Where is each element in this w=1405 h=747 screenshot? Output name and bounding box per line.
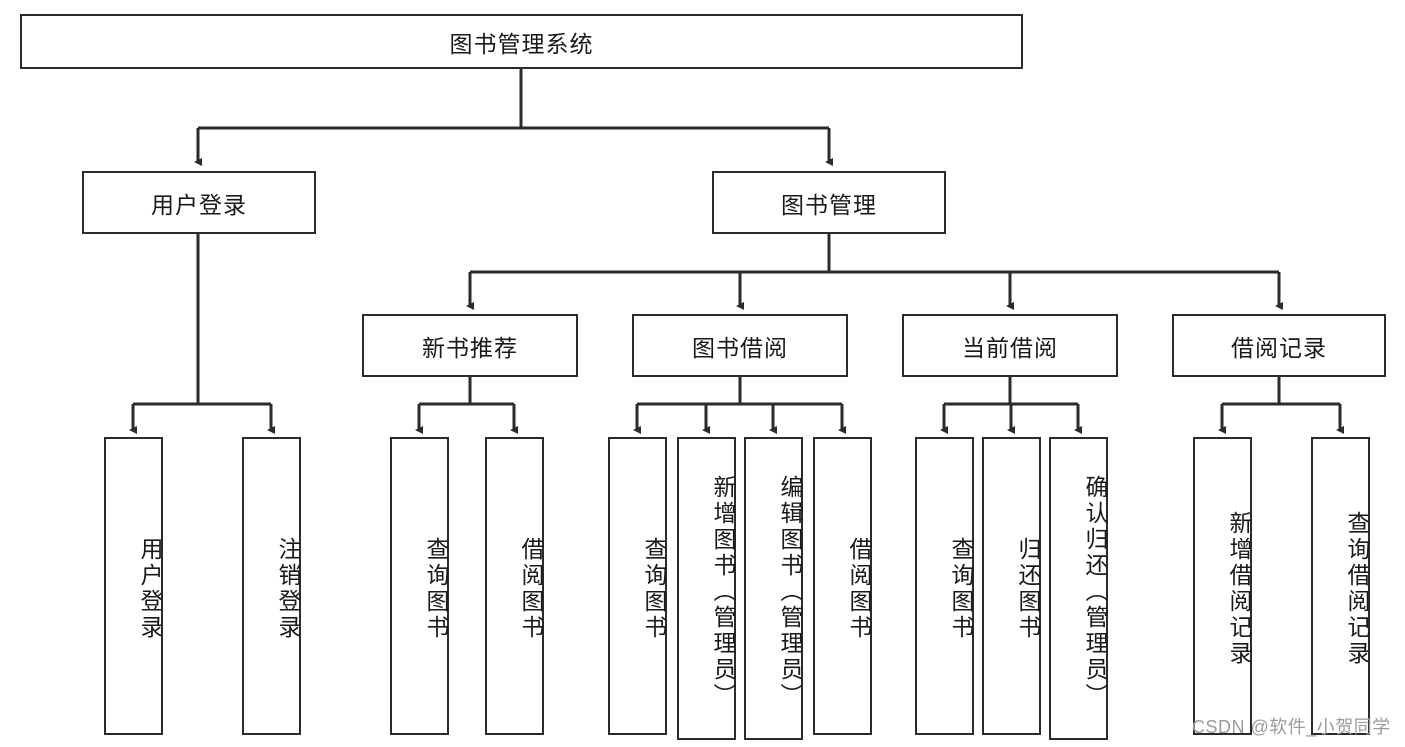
node-label: 查询借阅记录 [1344, 511, 1370, 667]
leaf-current-return-book[interactable]: 归还图书 [982, 437, 1041, 735]
watermark-csdn: CSDN @软件_小贺同学 [1192, 717, 1391, 737]
leaf-current-confirm-return-admin[interactable]: 确认归还（管理员） [1049, 437, 1108, 740]
node-book-borrow[interactable]: 图书借阅 [632, 314, 848, 377]
node-label: 图书管理 [781, 191, 877, 218]
node-label: 查询图书 [423, 537, 449, 641]
node-borrow-record[interactable]: 借阅记录 [1172, 314, 1386, 377]
node-label: 编辑图书（管理员） [777, 474, 803, 709]
leaf-user-login[interactable]: 用户登录 [104, 437, 163, 735]
node-label: 图书借阅 [692, 334, 788, 361]
node-label: 注销登录 [275, 537, 301, 641]
node-label: 用户登录 [151, 191, 247, 218]
node-label: 查询图书 [641, 537, 667, 641]
leaf-logout[interactable]: 注销登录 [242, 437, 301, 735]
leaf-record-query-borrow-record[interactable]: 查询借阅记录 [1311, 437, 1370, 735]
node-root-book-management-system[interactable]: 图书管理系统 [20, 14, 1023, 69]
leaf-newbook-borrow-book[interactable]: 借阅图书 [485, 437, 544, 735]
node-book-management[interactable]: 图书管理 [712, 171, 946, 234]
node-label: 用户登录 [137, 537, 163, 641]
node-label: 借阅图书 [518, 537, 544, 641]
node-label: 图书管理系统 [449, 30, 594, 57]
node-label: 查询图书 [948, 537, 974, 641]
node-label: 借阅记录 [1231, 334, 1327, 361]
leaf-borrow-add-book-admin[interactable]: 新增图书（管理员） [677, 437, 736, 740]
node-label: 新书推荐 [422, 334, 518, 361]
node-label: 新增图书（管理员） [710, 474, 736, 709]
node-current-borrow[interactable]: 当前借阅 [902, 314, 1118, 377]
node-user-login[interactable]: 用户登录 [82, 171, 316, 234]
node-label: 新增借阅记录 [1226, 511, 1252, 667]
leaf-record-add-borrow-record[interactable]: 新增借阅记录 [1193, 437, 1252, 735]
node-label: 借阅图书 [846, 537, 872, 641]
node-new-book-recommend[interactable]: 新书推荐 [362, 314, 578, 377]
leaf-newbook-query-book[interactable]: 查询图书 [390, 437, 449, 735]
leaf-borrow-query-book[interactable]: 查询图书 [608, 437, 667, 735]
leaf-current-query-book[interactable]: 查询图书 [915, 437, 974, 735]
node-label: 确认归还（管理员） [1082, 474, 1108, 709]
leaf-borrow-edit-book-admin[interactable]: 编辑图书（管理员） [744, 437, 803, 740]
node-label: 当前借阅 [962, 334, 1058, 361]
leaf-borrow-borrow-book[interactable]: 借阅图书 [813, 437, 872, 735]
node-label: 归还图书 [1015, 537, 1041, 641]
